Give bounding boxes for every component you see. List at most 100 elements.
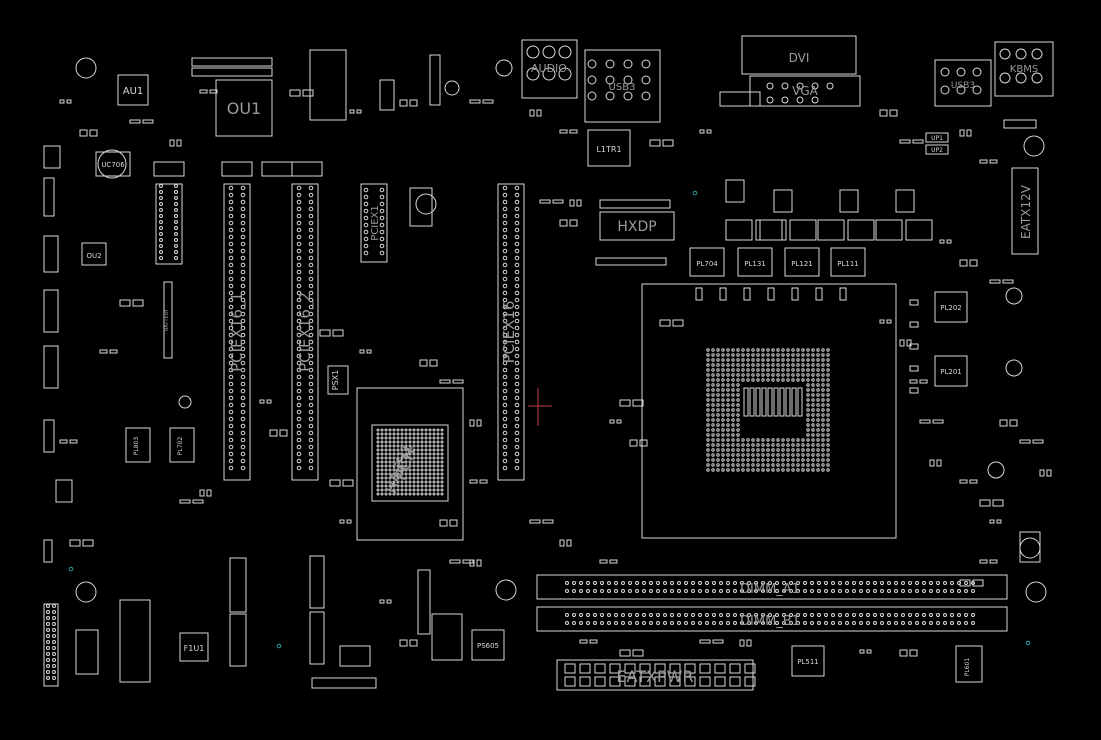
- pl803-part[interactable]: [125, 427, 151, 463]
- connector-header: [309, 555, 325, 609]
- pch-ball: [400, 492, 404, 496]
- audio-connector[interactable]: [521, 39, 578, 99]
- header-pin: [159, 238, 163, 242]
- pch-ball: [424, 456, 428, 460]
- pl111-choke[interactable]: [830, 247, 866, 277]
- ou2-chip[interactable]: [81, 242, 107, 266]
- dimm-pin: [754, 621, 758, 625]
- f1u1-chip[interactable]: [179, 632, 209, 662]
- ps605-choke[interactable]: [471, 629, 505, 661]
- pch-ball: [380, 468, 384, 472]
- pl202-choke[interactable]: [934, 291, 968, 323]
- component: [595, 257, 667, 266]
- pch-ball: [436, 448, 440, 452]
- eatx12v-connector[interactable]: [1011, 167, 1039, 255]
- cpu-ball: [756, 443, 760, 447]
- uc706-chip[interactable]: [95, 151, 131, 177]
- cpu-ball: [751, 443, 755, 447]
- ou1-chip[interactable]: [215, 79, 273, 137]
- pciex16-1-slot[interactable]: [223, 183, 251, 481]
- cpu-ball: [796, 378, 800, 382]
- pciex16-3-slot[interactable]: [497, 183, 525, 481]
- pch-ball: [400, 456, 404, 460]
- cpu-ball: [756, 468, 760, 472]
- slot-pin: [514, 213, 520, 219]
- pch-ball: [376, 452, 380, 456]
- header-pin: [52, 604, 56, 608]
- up1-chip[interactable]: [925, 132, 949, 143]
- pl121-choke[interactable]: [784, 247, 820, 277]
- slot-pin: [514, 458, 520, 464]
- cpu-ball: [806, 398, 810, 402]
- dvi-connector[interactable]: [741, 35, 857, 75]
- au1-chip[interactable]: [117, 74, 149, 106]
- pch-ball: [420, 468, 424, 472]
- dimm-a1-slot[interactable]: [536, 574, 1008, 600]
- dimm-pin: [684, 589, 688, 593]
- pch-ball: [408, 452, 412, 456]
- pl601-choke[interactable]: [955, 645, 983, 683]
- smd-pad: [909, 649, 918, 657]
- slot-pin: [514, 381, 520, 387]
- pciex1-slot[interactable]: [360, 183, 388, 263]
- connector-header: [43, 177, 55, 217]
- slot-pin: [296, 248, 302, 254]
- pch-ball: [436, 456, 440, 460]
- usb-connector-2[interactable]: [934, 59, 992, 107]
- dimm-pin: [824, 621, 828, 625]
- pl702-part[interactable]: [169, 427, 195, 463]
- dimm-pin: [614, 581, 618, 585]
- battery-holder[interactable]: [163, 281, 173, 359]
- usb-pin: [605, 75, 615, 85]
- cpu-ball: [786, 373, 790, 377]
- pch-ball: [416, 488, 420, 492]
- cpu-ball: [791, 463, 795, 467]
- pch-ball: [388, 484, 392, 488]
- pl201-choke[interactable]: [934, 355, 968, 387]
- smd-pad: [539, 199, 551, 204]
- cpu-socket[interactable]: [641, 283, 897, 539]
- cpu-ball: [786, 443, 790, 447]
- pl131-choke[interactable]: [737, 247, 773, 277]
- cpu-ball: [741, 363, 745, 367]
- up2-chip[interactable]: [925, 144, 949, 155]
- dimm-b1-slot[interactable]: [536, 606, 1008, 632]
- cpu-ball: [741, 378, 745, 382]
- dimm-pin: [866, 589, 870, 593]
- pch-ball: [376, 456, 380, 460]
- dimm-pin: [859, 589, 863, 593]
- eatxpwr-connector[interactable]: [556, 659, 754, 691]
- slot-pin: [308, 451, 314, 457]
- pch-ball: [384, 456, 388, 460]
- vga-connector[interactable]: [749, 75, 861, 107]
- pch-ball: [432, 468, 436, 472]
- cpu-ball: [726, 393, 730, 397]
- cpu-ball: [746, 378, 750, 382]
- pl704-choke[interactable]: [689, 247, 725, 277]
- usb-connector-1[interactable]: [584, 49, 661, 123]
- psx1-chip[interactable]: [327, 365, 349, 395]
- slot-pin: [514, 353, 520, 359]
- kbms-connector[interactable]: [994, 41, 1054, 97]
- pch-ball: [424, 492, 428, 496]
- component: [429, 54, 441, 106]
- slot-pin: [240, 185, 246, 191]
- pciex16-2-slot[interactable]: [291, 183, 319, 481]
- cpu-ball: [746, 463, 750, 467]
- smd-pad: [66, 99, 72, 104]
- pch-ball: [436, 452, 440, 456]
- cpu-ball: [736, 373, 740, 377]
- pch-ball: [388, 428, 392, 432]
- cap: [743, 287, 751, 301]
- cpu-ball: [726, 458, 730, 462]
- l1tr1-chip[interactable]: [587, 129, 631, 167]
- pch-outline[interactable]: [356, 387, 464, 541]
- pch-ball: [432, 448, 436, 452]
- pch-ball: [432, 452, 436, 456]
- hxdp-header[interactable]: [599, 211, 675, 241]
- pch-chip[interactable]: [371, 424, 449, 502]
- slot-pin: [363, 194, 369, 200]
- cpu-ball: [801, 463, 805, 467]
- slot-pin: [502, 241, 508, 247]
- pl511-choke[interactable]: [791, 645, 825, 677]
